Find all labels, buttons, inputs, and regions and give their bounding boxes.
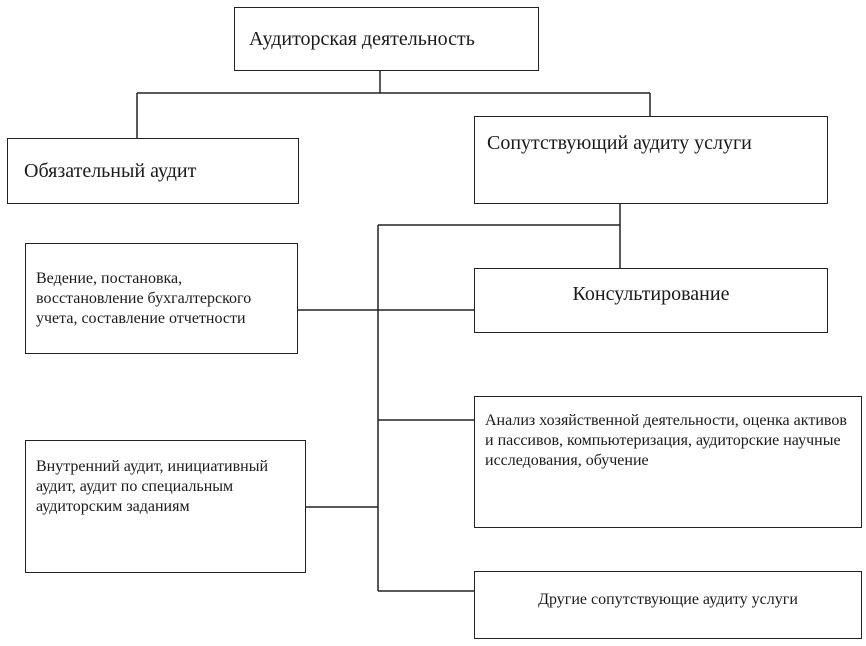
other-services-box: Другие сопутствующие аудиту услуги (474, 571, 862, 639)
analysis-box: Анализ хозяйственной деятельности, оценк… (474, 396, 862, 528)
internal-audit-box: Внутренний аудит, инициативный аудит, ау… (25, 440, 306, 573)
mandatory-audit-box: Обязательный аудит (7, 138, 299, 204)
consulting-label: Консультирование (572, 283, 730, 305)
consulting-box: Консультирование (474, 268, 828, 333)
accounting-services-box: Ведение, постановка, восстановление бухг… (25, 243, 298, 354)
internal-audit-label: Внутренний аудит, инициативный аудит, ау… (36, 458, 269, 515)
related-services-label: Сопутствующий аудиту услуги (487, 132, 752, 154)
root-label: Аудиторская деятельность (249, 27, 475, 50)
mandatory-audit-label: Обязательный аудит (24, 159, 197, 182)
related-services-box: Сопутствующий аудиту услуги (474, 116, 828, 204)
analysis-label: Анализ хозяйственной деятельности, оценк… (485, 412, 847, 469)
root-box: Аудиторская деятельность (234, 7, 539, 71)
accounting-services-label: Ведение, постановка, восстановление бухг… (36, 269, 252, 327)
other-services-label: Другие сопутствующие аудиту услуги (538, 591, 798, 608)
